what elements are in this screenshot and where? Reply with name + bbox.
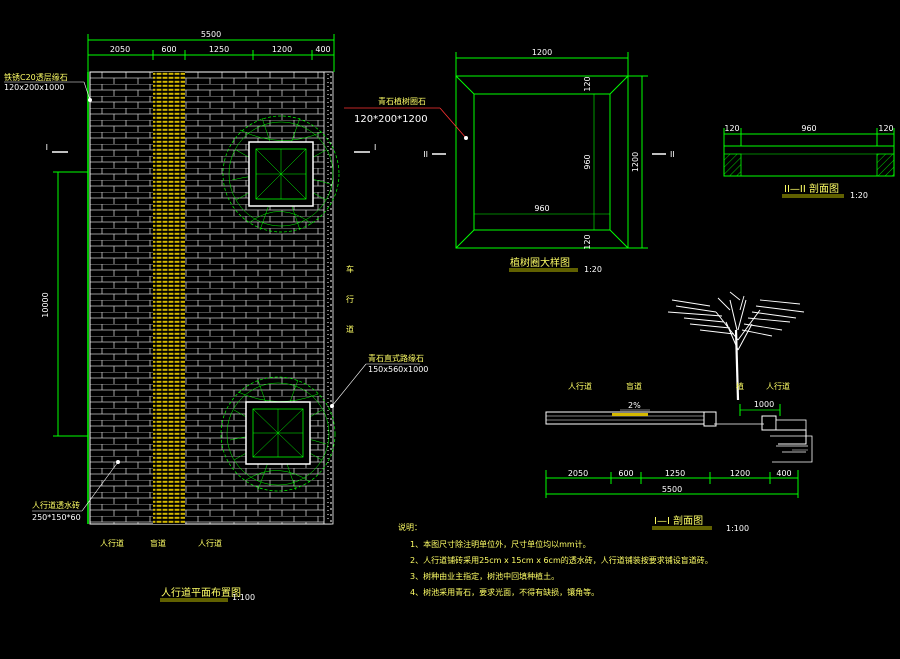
granite-curb-label: 青石直式路缘石: [368, 353, 424, 363]
road-label-3: 道: [346, 324, 354, 334]
plan-seg-2: 600: [161, 45, 176, 54]
pit-border-bottom: 120: [583, 234, 592, 249]
plan-seg-3: 1250: [209, 45, 229, 54]
curb-size: 120x200x1000: [4, 83, 64, 92]
pit-height: 1200: [631, 152, 640, 172]
section-mark-left: I: [46, 143, 48, 152]
curb-label: 铁锈C20透层缘石: [4, 72, 68, 82]
plan-seg-5: 400: [315, 45, 330, 54]
plan-title: 人行道平面布置图: [161, 586, 241, 599]
tree-pit-2: [220, 376, 336, 492]
pit-section-mark-left: II: [423, 150, 428, 159]
paving-size: 250*150*60: [32, 513, 81, 522]
plan-bottom-label-3: 人行道: [198, 538, 222, 548]
road-label-2: 行: [346, 294, 354, 304]
pit-leader-size: 120*200*1200: [354, 114, 428, 125]
note-3: 3、树种由业主指定，树池中回填种植土。: [410, 571, 559, 581]
pit-inner-height: 960: [583, 154, 592, 169]
note-4: 4、树池采用青石，要求光面，不得有缺损，镶角等。: [410, 587, 599, 597]
sec1-label-3: 植: [736, 381, 744, 391]
sec1-seg-1: 2050: [568, 469, 588, 478]
plan-seg-4: 1200: [272, 45, 292, 54]
paving-label: 人行道透水砖: [32, 500, 80, 510]
sec1-title: I—I 剖面图: [654, 514, 703, 527]
plan-bottom-label-2: 盲道: [150, 538, 166, 548]
sec1-total: 5500: [662, 485, 682, 494]
tree-elevation: [667, 291, 805, 401]
sec1-seg-3: 1250: [665, 469, 685, 478]
sec1-label-1: 人行道: [568, 381, 592, 391]
notes-heading: 说明：: [398, 522, 422, 532]
section-mark-right: I: [374, 143, 376, 152]
pit-border-top: 120: [583, 76, 592, 91]
sec1-seg-4: 1200: [730, 469, 750, 478]
sec1-seg-5: 400: [776, 469, 791, 478]
sec1-label-4: 人行道: [766, 381, 790, 391]
sec2-title: II—II 剖面图: [784, 182, 839, 195]
sec2-dim-1: 120: [724, 124, 739, 133]
pit-scale: 1:20: [584, 265, 602, 274]
sec2-dim-3: 120: [878, 124, 893, 133]
pit-width: 1200: [532, 48, 552, 57]
notes: 说明： 1、本图尺寸除注明单位外，尺寸单位均以mm计。 2、人行道铺砖采用25c…: [398, 522, 713, 597]
pit-detail: 1200 960 960 120 120 1200 青石植树圈石 120*200…: [344, 48, 675, 274]
pit-section-mark-right: II: [670, 150, 675, 159]
tactile-strip: [153, 72, 185, 524]
granite-curb-size: 150x560x1000: [368, 365, 428, 374]
sec1-slope: 2%: [628, 401, 641, 410]
sec1-label-2: 盲道: [626, 381, 642, 391]
plan-view: 5500 2050 600 1250 1200 400: [4, 30, 428, 602]
sec1-scale: 1:100: [726, 524, 749, 533]
pit-leader-label: 青石植树圈石: [378, 96, 426, 106]
pit-inner-width: 960: [534, 204, 549, 213]
sec2-dim-2: 960: [801, 124, 816, 133]
section-1: 人行道 盲道 植 人行道 1000 2% 2050 600 1250: [545, 291, 813, 533]
plan-bottom-label-1: 人行道: [100, 538, 124, 548]
pit-title: 植树圈大样图: [510, 256, 570, 269]
sec1-tree-width: 1000: [754, 400, 774, 409]
plan-scale: 1:100: [232, 593, 255, 602]
tree-pit-1: [222, 115, 340, 233]
sec1-seg-2: 600: [618, 469, 633, 478]
plan-seg-1: 2050: [110, 45, 130, 54]
road-label-1: 车: [346, 264, 354, 274]
note-2: 2、人行道铺砖采用25cm x 15cm x 6cm的透水砖，人行道铺装按要求铺…: [410, 555, 713, 565]
sec2-scale: 1:20: [850, 191, 868, 200]
section-2: 120 960 120 II—II 剖面图 1:20: [723, 124, 895, 200]
note-1: 1、本图尺寸除注明单位外，尺寸单位均以mm计。: [410, 539, 591, 549]
plan-length: 10000: [41, 292, 50, 317]
plan-total-width: 5500: [201, 30, 221, 39]
